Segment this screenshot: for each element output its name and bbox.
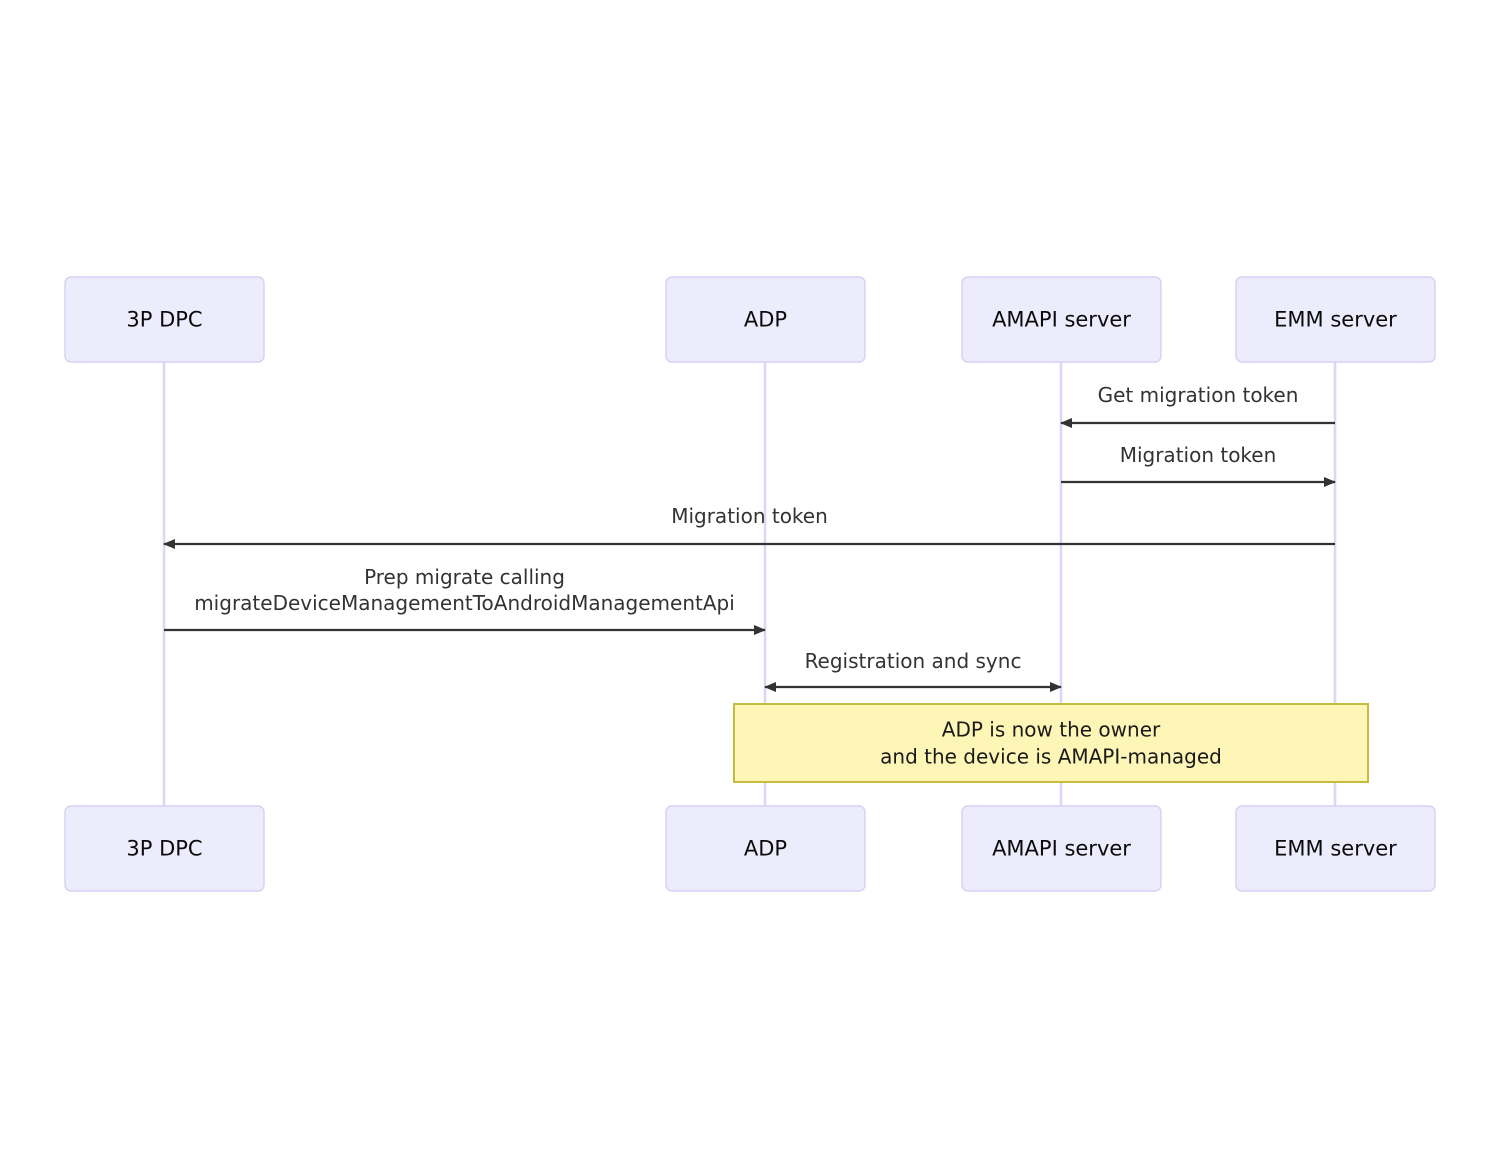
actor-emm-bottom[interactable]: EMM server bbox=[1235, 805, 1436, 892]
actor-label: ADP bbox=[744, 837, 787, 861]
actor-adp-bottom[interactable]: ADP bbox=[665, 805, 866, 892]
notes-group: ADP is now the owner and the device is AM… bbox=[733, 703, 1369, 783]
actor-dpc-top[interactable]: 3P DPC bbox=[64, 276, 265, 363]
note-text-line: ADP is now the owner bbox=[942, 718, 1161, 742]
message-m4: Prep migrate callingmigrateDeviceManagem… bbox=[164, 565, 766, 635]
message-m1: Get migration token bbox=[1060, 383, 1335, 428]
note-text-line: and the device is AMAPI-managed bbox=[880, 745, 1222, 769]
message-label: Prep migrate calling bbox=[364, 565, 565, 589]
message-label: migrateDeviceManagementToAndroidManageme… bbox=[194, 591, 735, 615]
message-m3: Migration token bbox=[163, 504, 1335, 549]
message-label: Get migration token bbox=[1098, 383, 1299, 407]
note-box-shape bbox=[733, 703, 1369, 783]
message-label: Registration and sync bbox=[805, 649, 1022, 673]
actor-label: AMAPI server bbox=[992, 837, 1131, 861]
actor-box-shape bbox=[1235, 805, 1436, 892]
actor-amapi-bottom[interactable]: AMAPI server bbox=[961, 805, 1162, 892]
actor-amapi-top[interactable]: AMAPI server bbox=[961, 276, 1162, 363]
actor-label: 3P DPC bbox=[126, 837, 202, 861]
actor-dpc-bottom[interactable]: 3P DPC bbox=[64, 805, 265, 892]
actor-adp-top[interactable]: ADP bbox=[665, 276, 866, 363]
actor-emm-top[interactable]: EMM server bbox=[1235, 276, 1436, 363]
actor-boxes-top: 3P DPC ADP AMAPI server EMM server bbox=[64, 276, 1436, 363]
actor-box-shape bbox=[64, 805, 265, 892]
message-m5: Registration and sync bbox=[764, 649, 1062, 692]
actor-label: ADP bbox=[744, 308, 787, 332]
actor-box-shape bbox=[665, 276, 866, 363]
actor-box-shape bbox=[665, 805, 866, 892]
actor-label: AMAPI server bbox=[992, 308, 1131, 332]
note-n1: ADP is now the owner and the device is AM… bbox=[733, 703, 1369, 783]
message-m2: Migration token bbox=[1061, 443, 1336, 487]
actor-box-shape bbox=[1235, 276, 1436, 363]
actor-box-shape bbox=[64, 276, 265, 363]
message-label: Migration token bbox=[671, 504, 828, 528]
actor-label: 3P DPC bbox=[126, 308, 202, 332]
actor-boxes-bottom: 3P DPC ADP AMAPI server EMM server bbox=[64, 805, 1436, 892]
actor-box-shape bbox=[961, 805, 1162, 892]
actor-label: EMM server bbox=[1274, 308, 1397, 332]
message-label: Migration token bbox=[1120, 443, 1277, 467]
actor-label: EMM server bbox=[1274, 837, 1397, 861]
actor-box-shape bbox=[961, 276, 1162, 363]
